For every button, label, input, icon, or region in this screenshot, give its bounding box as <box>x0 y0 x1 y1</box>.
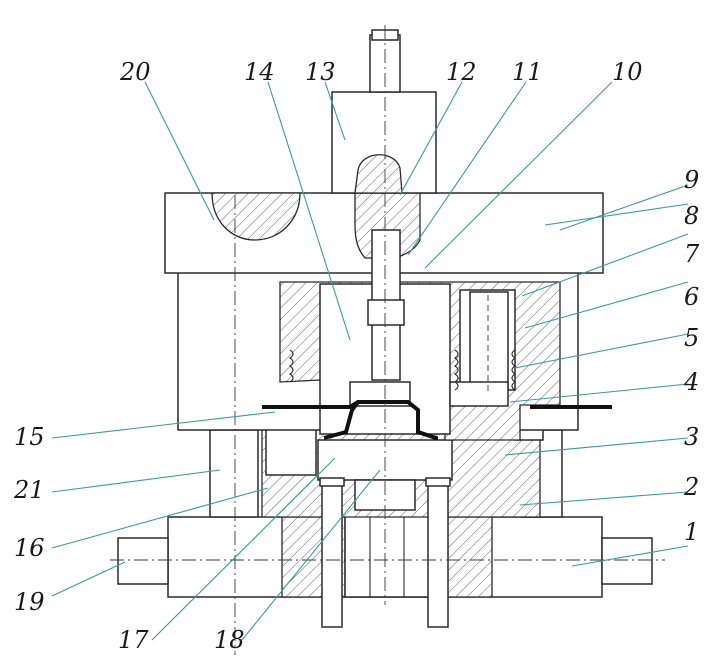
label-13: 13 <box>305 58 336 86</box>
label-3: 3 <box>684 423 699 451</box>
sheet-workpiece-left <box>323 400 360 440</box>
side-plugs <box>117 537 653 585</box>
label-15: 15 <box>14 423 45 451</box>
label-21: 21 <box>13 476 45 504</box>
label-14: 14 <box>244 58 275 86</box>
label-6: 6 <box>684 283 699 311</box>
ejector-pins <box>319 477 451 628</box>
label-1: 1 <box>684 518 699 546</box>
label-7: 7 <box>684 240 700 268</box>
part-labels: 1 2 3 4 5 6 7 8 9 10 11 12 13 14 20 15 2… <box>13 58 700 654</box>
sheet-workpiece <box>262 400 438 440</box>
label-18: 18 <box>214 626 245 654</box>
label-11: 11 <box>512 58 543 86</box>
leader-lines <box>51 81 689 641</box>
label-16: 16 <box>14 534 45 562</box>
label-2: 2 <box>683 473 699 501</box>
label-20: 20 <box>119 58 151 86</box>
springs <box>289 349 516 391</box>
label-10: 10 <box>612 58 643 86</box>
label-8: 8 <box>684 202 699 230</box>
label-5: 5 <box>684 324 699 352</box>
label-12: 12 <box>446 58 477 86</box>
label-19: 19 <box>14 588 45 616</box>
label-17: 17 <box>118 626 149 654</box>
label-9: 9 <box>684 166 699 194</box>
label-4: 4 <box>683 368 699 396</box>
